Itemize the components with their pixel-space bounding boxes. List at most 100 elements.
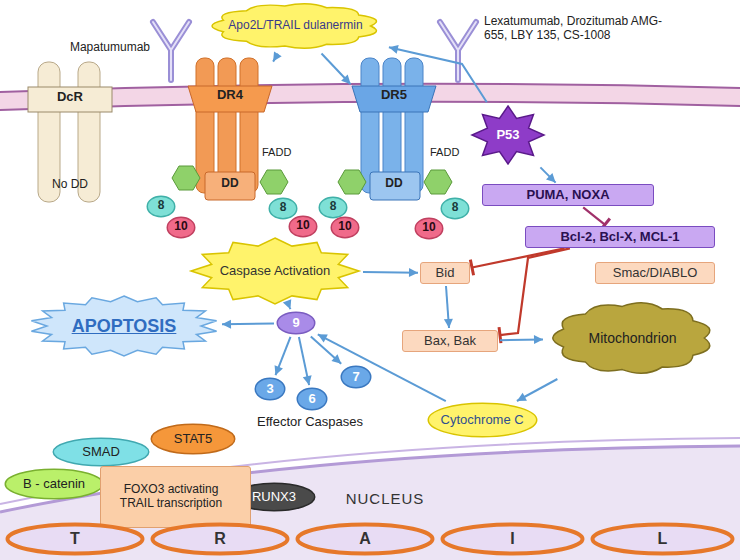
node-label: 10 — [296, 219, 309, 233]
caspase-8: 8 — [440, 197, 470, 220]
node-label: 10 — [174, 220, 187, 234]
connector-line — [500, 248, 570, 335]
arrow-connector — [299, 337, 312, 385]
protein-box: PUMA, NOXA — [482, 184, 654, 206]
factor-ellipse: STAT5 — [150, 423, 236, 455]
gene-oval: T — [5, 522, 145, 556]
gene-oval-shape — [8, 525, 143, 554]
drug-label: Lexatumumab, Drozitumab AMG-655, LBY 135… — [484, 14, 664, 43]
apoptosis-burst-shape — [31, 296, 216, 356]
connector-line — [322, 54, 351, 85]
cytochrome-ellipse: Cytochrome C — [427, 402, 538, 438]
fadd-hexagon — [338, 170, 366, 194]
node-label: 10 — [338, 220, 351, 234]
arrow-head — [318, 334, 328, 342]
node-label: Bcl-2, Bcl-X, MCL-1 — [560, 230, 679, 245]
caspase-8-shape — [441, 198, 469, 219]
receptor-transmembrane — [28, 87, 112, 112]
node-label: RUNX3 — [252, 490, 296, 505]
arrow-head — [341, 75, 350, 85]
effector-caspase: 6 — [296, 387, 328, 411]
effector-caspase: 3 — [254, 377, 286, 401]
death-receptor: DR4DD — [188, 58, 272, 202]
node-label: DR4 — [188, 88, 272, 103]
region-label: Effector Caspases — [240, 414, 380, 430]
arrow-connector — [363, 268, 418, 277]
arrow-head — [444, 319, 453, 328]
caspase-10: 10 — [166, 216, 196, 239]
node-label: 8 — [452, 201, 459, 215]
caspase-10: 10 — [330, 216, 360, 239]
adaptor-label: FADD — [430, 146, 470, 159]
connector-line — [583, 207, 605, 224]
arrow-head — [409, 268, 418, 277]
node-label: 10 — [422, 221, 435, 235]
node-label: Caspase Activation — [220, 264, 331, 279]
caspase-10-shape — [415, 218, 443, 239]
node-label: 8 — [330, 200, 337, 214]
inhibition-bar — [470, 260, 473, 276]
factor-ellipse-shape — [53, 438, 149, 466]
connector-line — [540, 167, 555, 182]
caspase-8-shape — [147, 196, 175, 217]
mitochondrion-shape — [553, 303, 710, 373]
ligand-cloud-shape — [212, 4, 376, 48]
node-label: 8 — [158, 199, 165, 213]
caspase-8: 8 — [268, 197, 298, 220]
node-label: SMAD — [82, 445, 120, 460]
antibody — [153, 22, 189, 80]
arrow-connector — [540, 167, 555, 182]
node-label: FOXO3 activating TRAIL transcription — [111, 483, 232, 511]
node-label: Smac/DIABLO — [613, 266, 698, 281]
node-label: 9 — [292, 316, 299, 331]
effector-caspase-shape — [297, 388, 327, 410]
transcription-box: FOXO3 activating TRAIL transcription — [100, 466, 251, 528]
effector-caspase-shape — [255, 378, 285, 400]
activation-burst-shape — [191, 238, 359, 304]
inhibition-connector — [499, 248, 570, 343]
factor-ellipse-shape — [5, 469, 103, 499]
gene-oval: A — [295, 522, 435, 556]
node-label: B - catenin — [23, 477, 85, 492]
receptor-transmembrane — [352, 86, 436, 112]
fadd-hexagon — [172, 166, 200, 190]
node-label: I — [510, 530, 514, 548]
arrow-head — [546, 173, 556, 183]
arrow-head — [283, 299, 291, 309]
arrow-head — [517, 393, 527, 401]
caspase-10: 10 — [414, 217, 444, 240]
arrow-head — [222, 320, 231, 329]
caspase-9-shape — [277, 312, 315, 334]
node-label: 6 — [308, 392, 315, 407]
gene-oval-shape — [298, 525, 433, 554]
node-label: APOPTOSIS — [72, 316, 177, 337]
node-label: Apo2L/TRAIL dulanermin — [228, 19, 362, 33]
arrow-head — [273, 52, 282, 62]
effector-caspase: 7 — [340, 365, 372, 389]
drug-label: Mapatumumab — [56, 40, 150, 54]
protein-box: Bid — [420, 262, 470, 284]
arrow-connector — [311, 336, 341, 363]
node-label: PUMA, NOXA — [526, 188, 609, 203]
arrow-head — [389, 45, 399, 54]
connector-line — [517, 379, 558, 401]
node-label: P53 — [496, 128, 519, 143]
arrow-connector — [517, 379, 558, 401]
antibody — [440, 22, 476, 80]
arrow-connector — [444, 286, 453, 328]
node-label: Cytochrome C — [441, 413, 524, 428]
caspase-8: 8 — [318, 196, 348, 219]
fadd-hexagon — [260, 170, 288, 194]
node-label: STAT5 — [174, 432, 213, 447]
node-label: A — [359, 530, 371, 548]
caspase-8-shape — [269, 198, 297, 219]
node-label: Bax, Bak — [424, 334, 476, 349]
factor-ellipse: B - catenin — [4, 468, 104, 500]
connector-line — [472, 248, 565, 267]
effector-caspase-shape — [341, 366, 371, 388]
p53-star: P53 — [470, 104, 546, 166]
activation-burst: Caspase Activation — [189, 236, 361, 306]
gene-oval: L — [590, 522, 735, 556]
antibody — [153, 22, 189, 80]
